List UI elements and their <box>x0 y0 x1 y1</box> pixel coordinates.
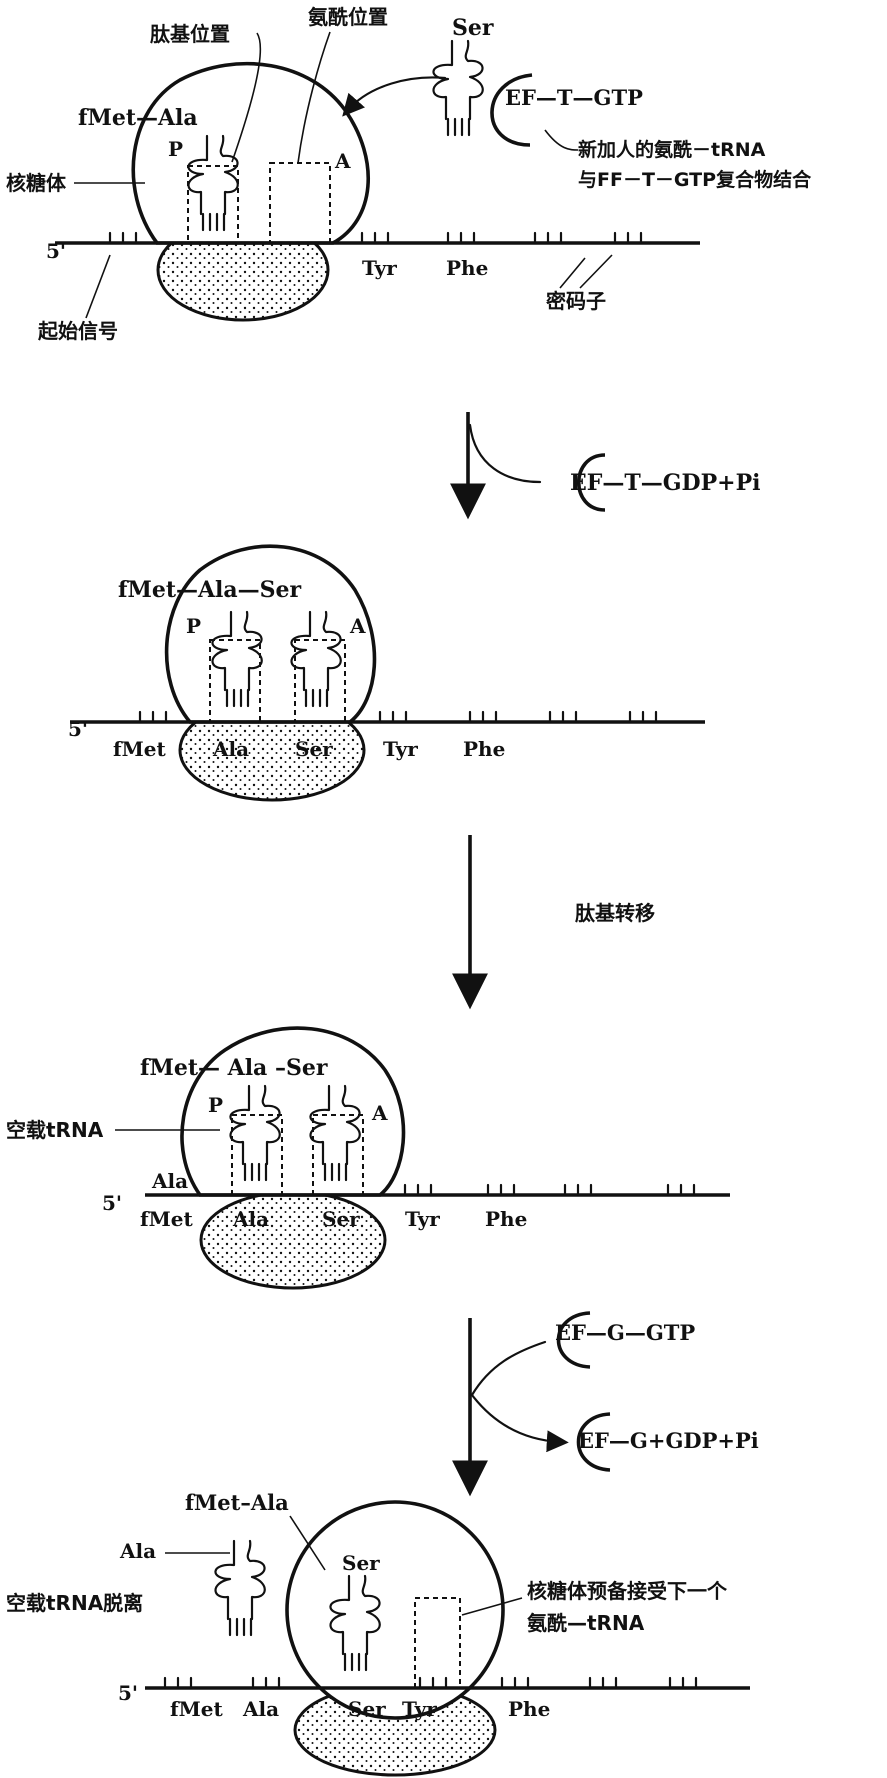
codon-phe-4: Phe <box>508 1697 550 1721</box>
transition-2: 肽基转移 <box>452 835 655 1010</box>
peptidyl-site-pointer <box>231 32 262 163</box>
codon-tyr-4: Tyr <box>402 1697 437 1721</box>
chain-4-pointer <box>289 1515 326 1571</box>
ef-g-bracket <box>576 1412 611 1472</box>
five-prime-1: 5' <box>46 239 66 263</box>
ef-t-gdp-label: EF—T—GDP+Pi <box>570 470 761 496</box>
stage-1: P A fMet—Ala 5' Tyr Phe 肽基位置 氨酰位置 核糖体 起始… <box>6 5 812 343</box>
transition-1: EF—T—GDP+Pi <box>450 412 761 520</box>
released-ala-4: Ala <box>119 1539 156 1563</box>
aminoacyl-site-label: 氨酰位置 <box>308 5 388 29</box>
large-subunit <box>285 1500 505 1720</box>
codon-phe-3: Phe <box>485 1207 527 1231</box>
codon-ala-4: Ala <box>242 1697 279 1721</box>
codon-phe-1: Phe <box>446 256 488 280</box>
chain-2: fMet—Ala—Ser <box>118 577 302 603</box>
codon-ticks <box>163 1676 698 1690</box>
codon-phe-2: Phe <box>463 737 505 761</box>
transition-3: EF—G—GTP EF—G+GDP+Pi <box>452 1311 759 1497</box>
codon-tyr-1: Tyr <box>362 256 397 280</box>
binding-arrow <box>342 76 447 117</box>
codon-ticks <box>138 710 658 724</box>
ready-pointer <box>461 1597 523 1616</box>
incoming-trna <box>432 39 484 137</box>
codon-bracket <box>559 254 613 289</box>
translocation-label: 肽基转移 <box>575 901 655 925</box>
stage-4: fMet–Ala Ser Ala 空载tRNA脱离 核糖体预备接受下一个 氨酰—… <box>6 1490 750 1777</box>
empty-trna-release-label: 空载tRNA脱离 <box>6 1591 143 1615</box>
stage-2: P A fMet—Ala—Ser 5' fMet Ala Ser Tyr Phe <box>68 544 705 802</box>
p-site-label: P <box>208 1093 223 1117</box>
five-prime-4: 5' <box>118 1681 138 1705</box>
aminoacyl-site-pointer <box>297 31 331 164</box>
start-signal-label: 起始信号 <box>37 319 118 343</box>
p-site-box <box>209 639 261 723</box>
chain-1: fMet—Ala <box>78 105 198 131</box>
a-site-box <box>312 1114 364 1196</box>
ribosome-label: 核糖体 <box>6 171 67 195</box>
ef-t-gtp-label: EF—T—GTP <box>505 85 643 110</box>
new-aa-trna-label: 新加人的氨酰－tRNA <box>578 138 766 161</box>
codon-ser-3: Ser <box>322 1207 360 1231</box>
codon-ser-2: Ser <box>295 737 333 761</box>
ef-t-bracket <box>490 73 533 147</box>
peptidyl-site-label: 肽基位置 <box>150 22 230 46</box>
chain-3: fMet— Ala –Ser <box>140 1055 328 1081</box>
large-subunit <box>131 61 370 245</box>
codon-ticks <box>108 231 643 245</box>
codon-ala-3: Ala <box>232 1207 269 1231</box>
p-site-box <box>231 1114 283 1196</box>
ef-t-pointer <box>544 129 579 151</box>
chain-4: fMet–Ala <box>185 1490 289 1515</box>
a-site-label: A <box>334 149 351 173</box>
a-site-box <box>294 639 346 723</box>
codon-tyr-2: Tyr <box>383 737 418 761</box>
ser-label-4: Ser <box>342 1551 380 1575</box>
a-site-label: A <box>371 1101 388 1125</box>
p-site-label: P <box>168 137 183 161</box>
ef-g-gtp-label: EF—G—GTP <box>555 1320 695 1345</box>
empty-trna-label: 空载tRNA <box>6 1118 104 1142</box>
ready-label-line2: 氨酰—tRNA <box>527 1611 645 1635</box>
a-site-box <box>269 162 331 244</box>
codon-fmet-2: fMet <box>113 737 166 761</box>
codon-ticks <box>403 1183 696 1197</box>
p-site-label: P <box>186 614 201 638</box>
five-prime-3: 5' <box>102 1191 122 1215</box>
binds-with-label: 与FF－T－GTP复合物结合 <box>578 168 812 191</box>
ser-label-1: Ser <box>452 15 494 41</box>
five-prime-2: 5' <box>68 717 88 741</box>
a-site-box <box>414 1597 461 1689</box>
codon-fmet-3: fMet <box>140 1207 193 1231</box>
codon-ala-2: Ala <box>212 737 249 761</box>
large-subunit <box>164 544 377 724</box>
a-site-label: A <box>349 614 366 638</box>
ef-g-gdp-label: EF—G+GDP+Pi <box>578 1428 759 1453</box>
released-ala-3: Ala <box>151 1169 188 1193</box>
codon-ser-4: Ser <box>348 1697 386 1721</box>
ready-label-line1: 核糖体预备接受下一个 <box>527 1579 728 1603</box>
released-trna <box>214 1539 266 1637</box>
start-signal-pointer <box>85 254 111 319</box>
codon-label: 密码子 <box>546 289 606 313</box>
codon-fmet-4: fMet <box>170 1697 223 1721</box>
codon-tyr-3: Tyr <box>405 1207 440 1231</box>
stage-3: P A fMet— Ala –Ser 空载tRNA 5' Ala fMet Al… <box>6 1026 730 1290</box>
